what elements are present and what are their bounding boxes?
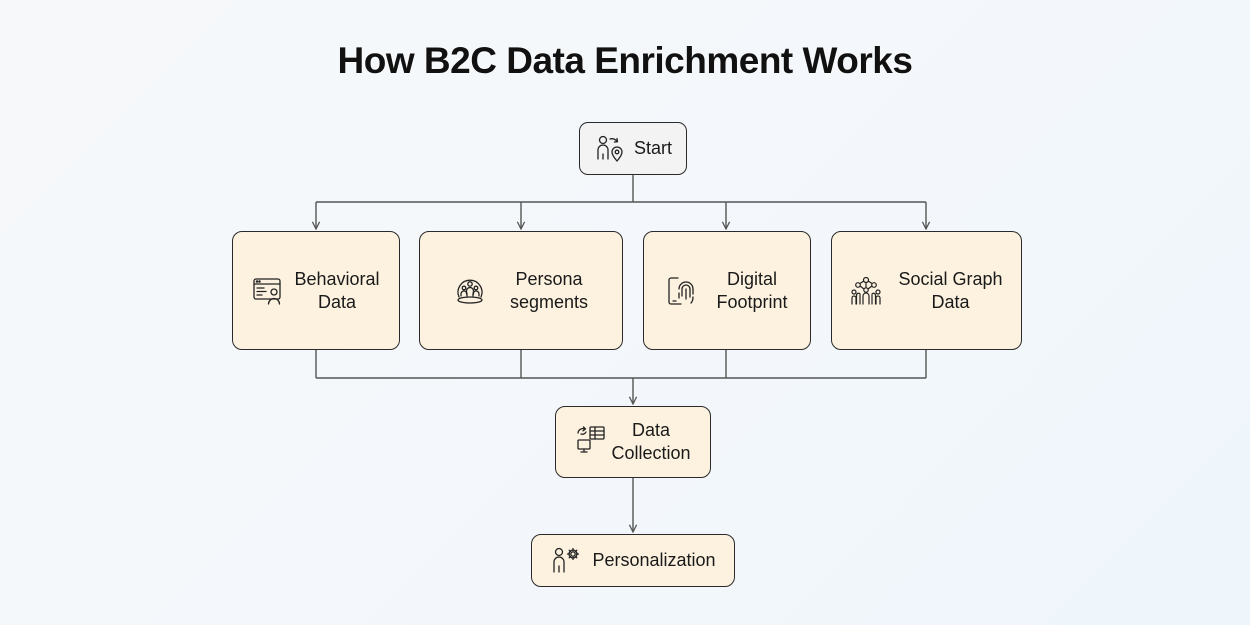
persona-segments-node: Persona segments xyxy=(419,231,623,350)
digital-footprint-node: Digital Footprint xyxy=(643,231,811,350)
person-gear-icon xyxy=(550,545,582,577)
start-node: Start xyxy=(579,122,687,175)
digital-footprint-label: Digital Footprint xyxy=(716,268,787,314)
personalization-node: Personalization xyxy=(531,534,735,587)
person-location-icon xyxy=(594,133,626,165)
start-label: Start xyxy=(633,138,672,158)
digital-line-2: Footprint xyxy=(716,291,788,312)
network-people-icon xyxy=(850,275,882,307)
social-line-1: Social Graph xyxy=(898,268,1003,289)
persona-line-1: Persona xyxy=(515,268,583,289)
data-collection-node: Data Collection xyxy=(555,406,711,478)
personalization-label: Personalization xyxy=(592,550,716,570)
group-circle-icon xyxy=(454,275,486,307)
behavioral-line-2: Data xyxy=(317,291,357,312)
monitor-table-icon xyxy=(575,424,607,456)
persona-line-2: segments xyxy=(509,291,589,312)
social-line-2: Data xyxy=(931,291,970,312)
behavioral-line-1: Behavioral xyxy=(294,268,380,289)
social-graph-data-node: Social Graph Data xyxy=(831,231,1022,350)
collection-line-1: Data xyxy=(631,420,670,440)
browser-user-icon xyxy=(252,275,284,307)
data-collection-label: Data Collection xyxy=(611,419,690,465)
diagram-title: How B2C Data Enrichment Works xyxy=(337,40,913,81)
social-graph-data-label: Social Graph Data xyxy=(898,268,1002,314)
behavioral-data-label: Behavioral Data xyxy=(294,268,379,314)
persona-segments-label: Persona segments xyxy=(510,268,588,314)
behavioral-data-node: Behavioral Data xyxy=(232,231,400,350)
phone-fingerprint-icon xyxy=(666,275,696,307)
collection-line-2: Collection xyxy=(611,443,691,463)
digital-line-1: Digital xyxy=(726,268,777,289)
